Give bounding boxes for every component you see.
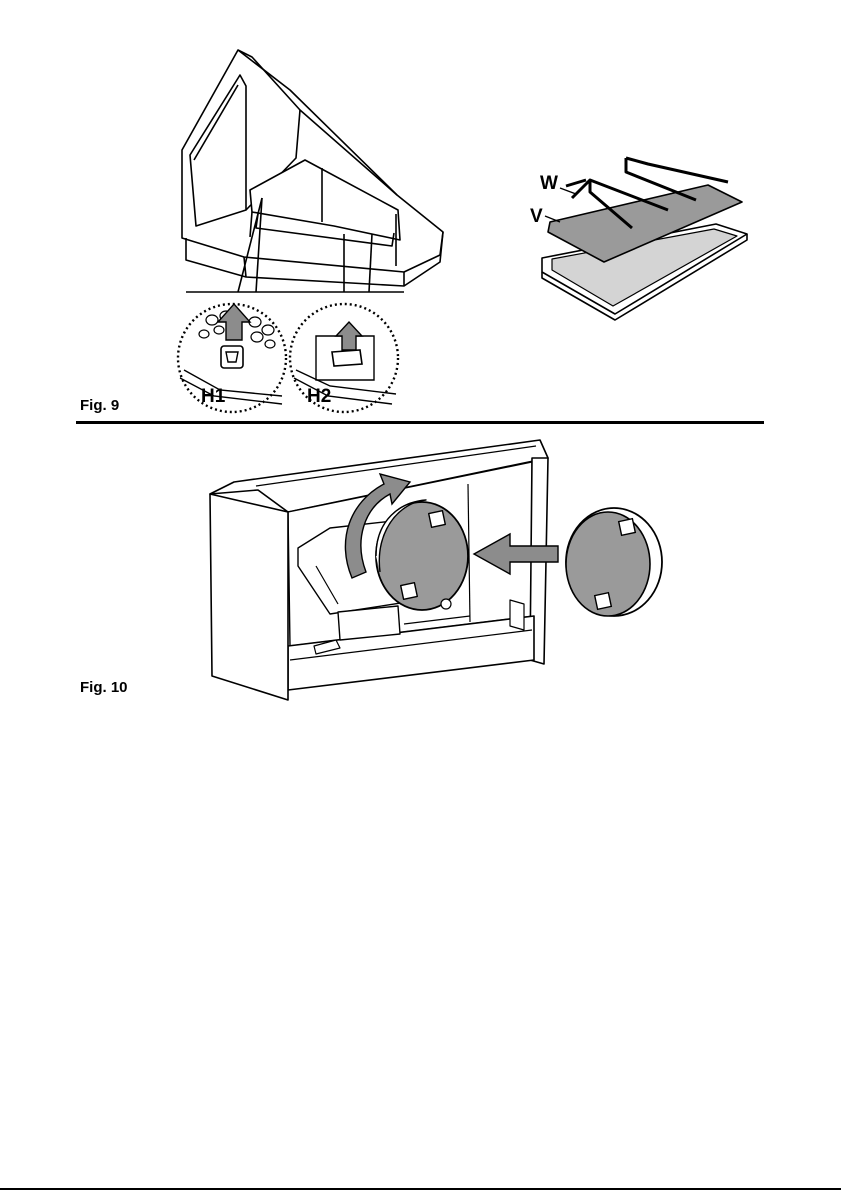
figure10-caption: Fig. 10 [80,679,128,696]
label-h2: H2 [307,386,331,407]
fig9-detail-h1 [178,304,286,412]
label-w: W [540,173,558,194]
fig9-hood-drawing [182,50,443,292]
fig9-filter-exploded [542,158,747,320]
fig10-carbon-filter [566,508,662,616]
label-h1: H1 [201,386,226,407]
section-divider [76,421,764,424]
page-bottom-border [0,1188,841,1190]
figure9-caption: Fig. 9 [80,397,119,414]
label-v: V [530,206,543,227]
fig10-hood-drawing [210,440,548,700]
